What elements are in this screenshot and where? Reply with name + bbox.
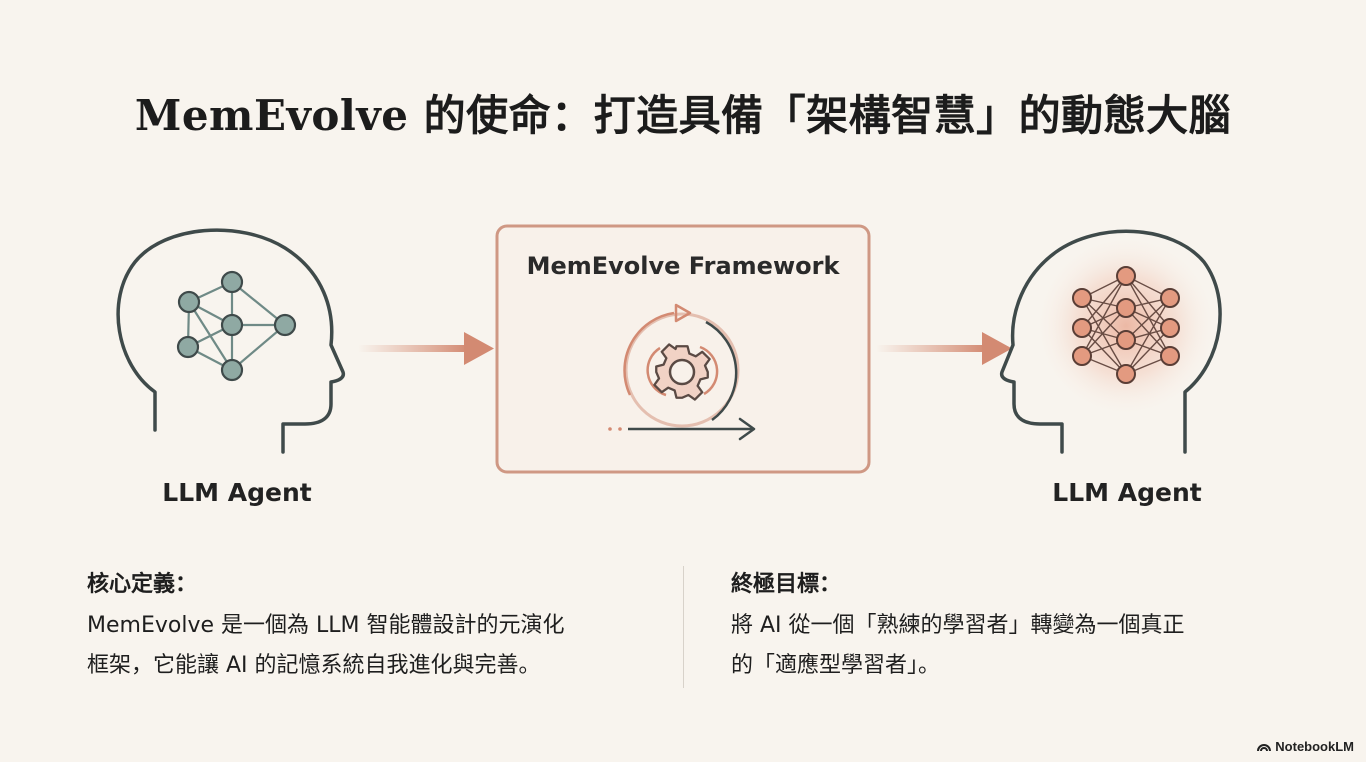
divider xyxy=(683,566,684,688)
core-heading: 核心定義： xyxy=(87,572,198,597)
watermark-text: NotebookLM xyxy=(1275,739,1354,754)
head-network-icon xyxy=(116,228,346,454)
framework-label: MemEvolve Framework xyxy=(526,252,840,280)
page-title: MemEvolve 的使命：打造具備「架構智慧」的動態大腦 xyxy=(134,91,1232,140)
left-agent-label: LLM Agent xyxy=(162,478,312,507)
arrow-right-icon xyxy=(876,332,1012,365)
watermark: NotebookLM xyxy=(1257,739,1354,754)
core-definition: 核心定義： MemEvolve 是一個為 LLM 智能體設計的元演化 框架，它能… xyxy=(87,566,667,686)
goal-heading: 終極目標： xyxy=(731,572,842,597)
notebooklm-logo-icon xyxy=(1257,743,1272,751)
ultimate-goal: 終極目標： 將 AI 從一個「熟練的學習者」轉變為一個真正 的「適應型學習者」。 xyxy=(731,566,1331,686)
right-agent-label: LLM Agent xyxy=(1052,478,1202,507)
goal-line-1: 將 AI 從一個「熟練的學習者」轉變為一個真正 xyxy=(731,613,1185,638)
goal-line-2: 的「適應型學習者」。 xyxy=(731,653,941,678)
core-line-1: MemEvolve 是一個為 LLM 智能體設計的元演化 xyxy=(87,613,565,638)
head-glowing-network-icon xyxy=(999,229,1222,454)
cycle-gear-icon xyxy=(608,303,756,441)
core-line-2: 框架，它能讓 AI 的記憶系統自我進化與完善。 xyxy=(87,653,541,678)
arrow-right-icon xyxy=(358,332,494,365)
